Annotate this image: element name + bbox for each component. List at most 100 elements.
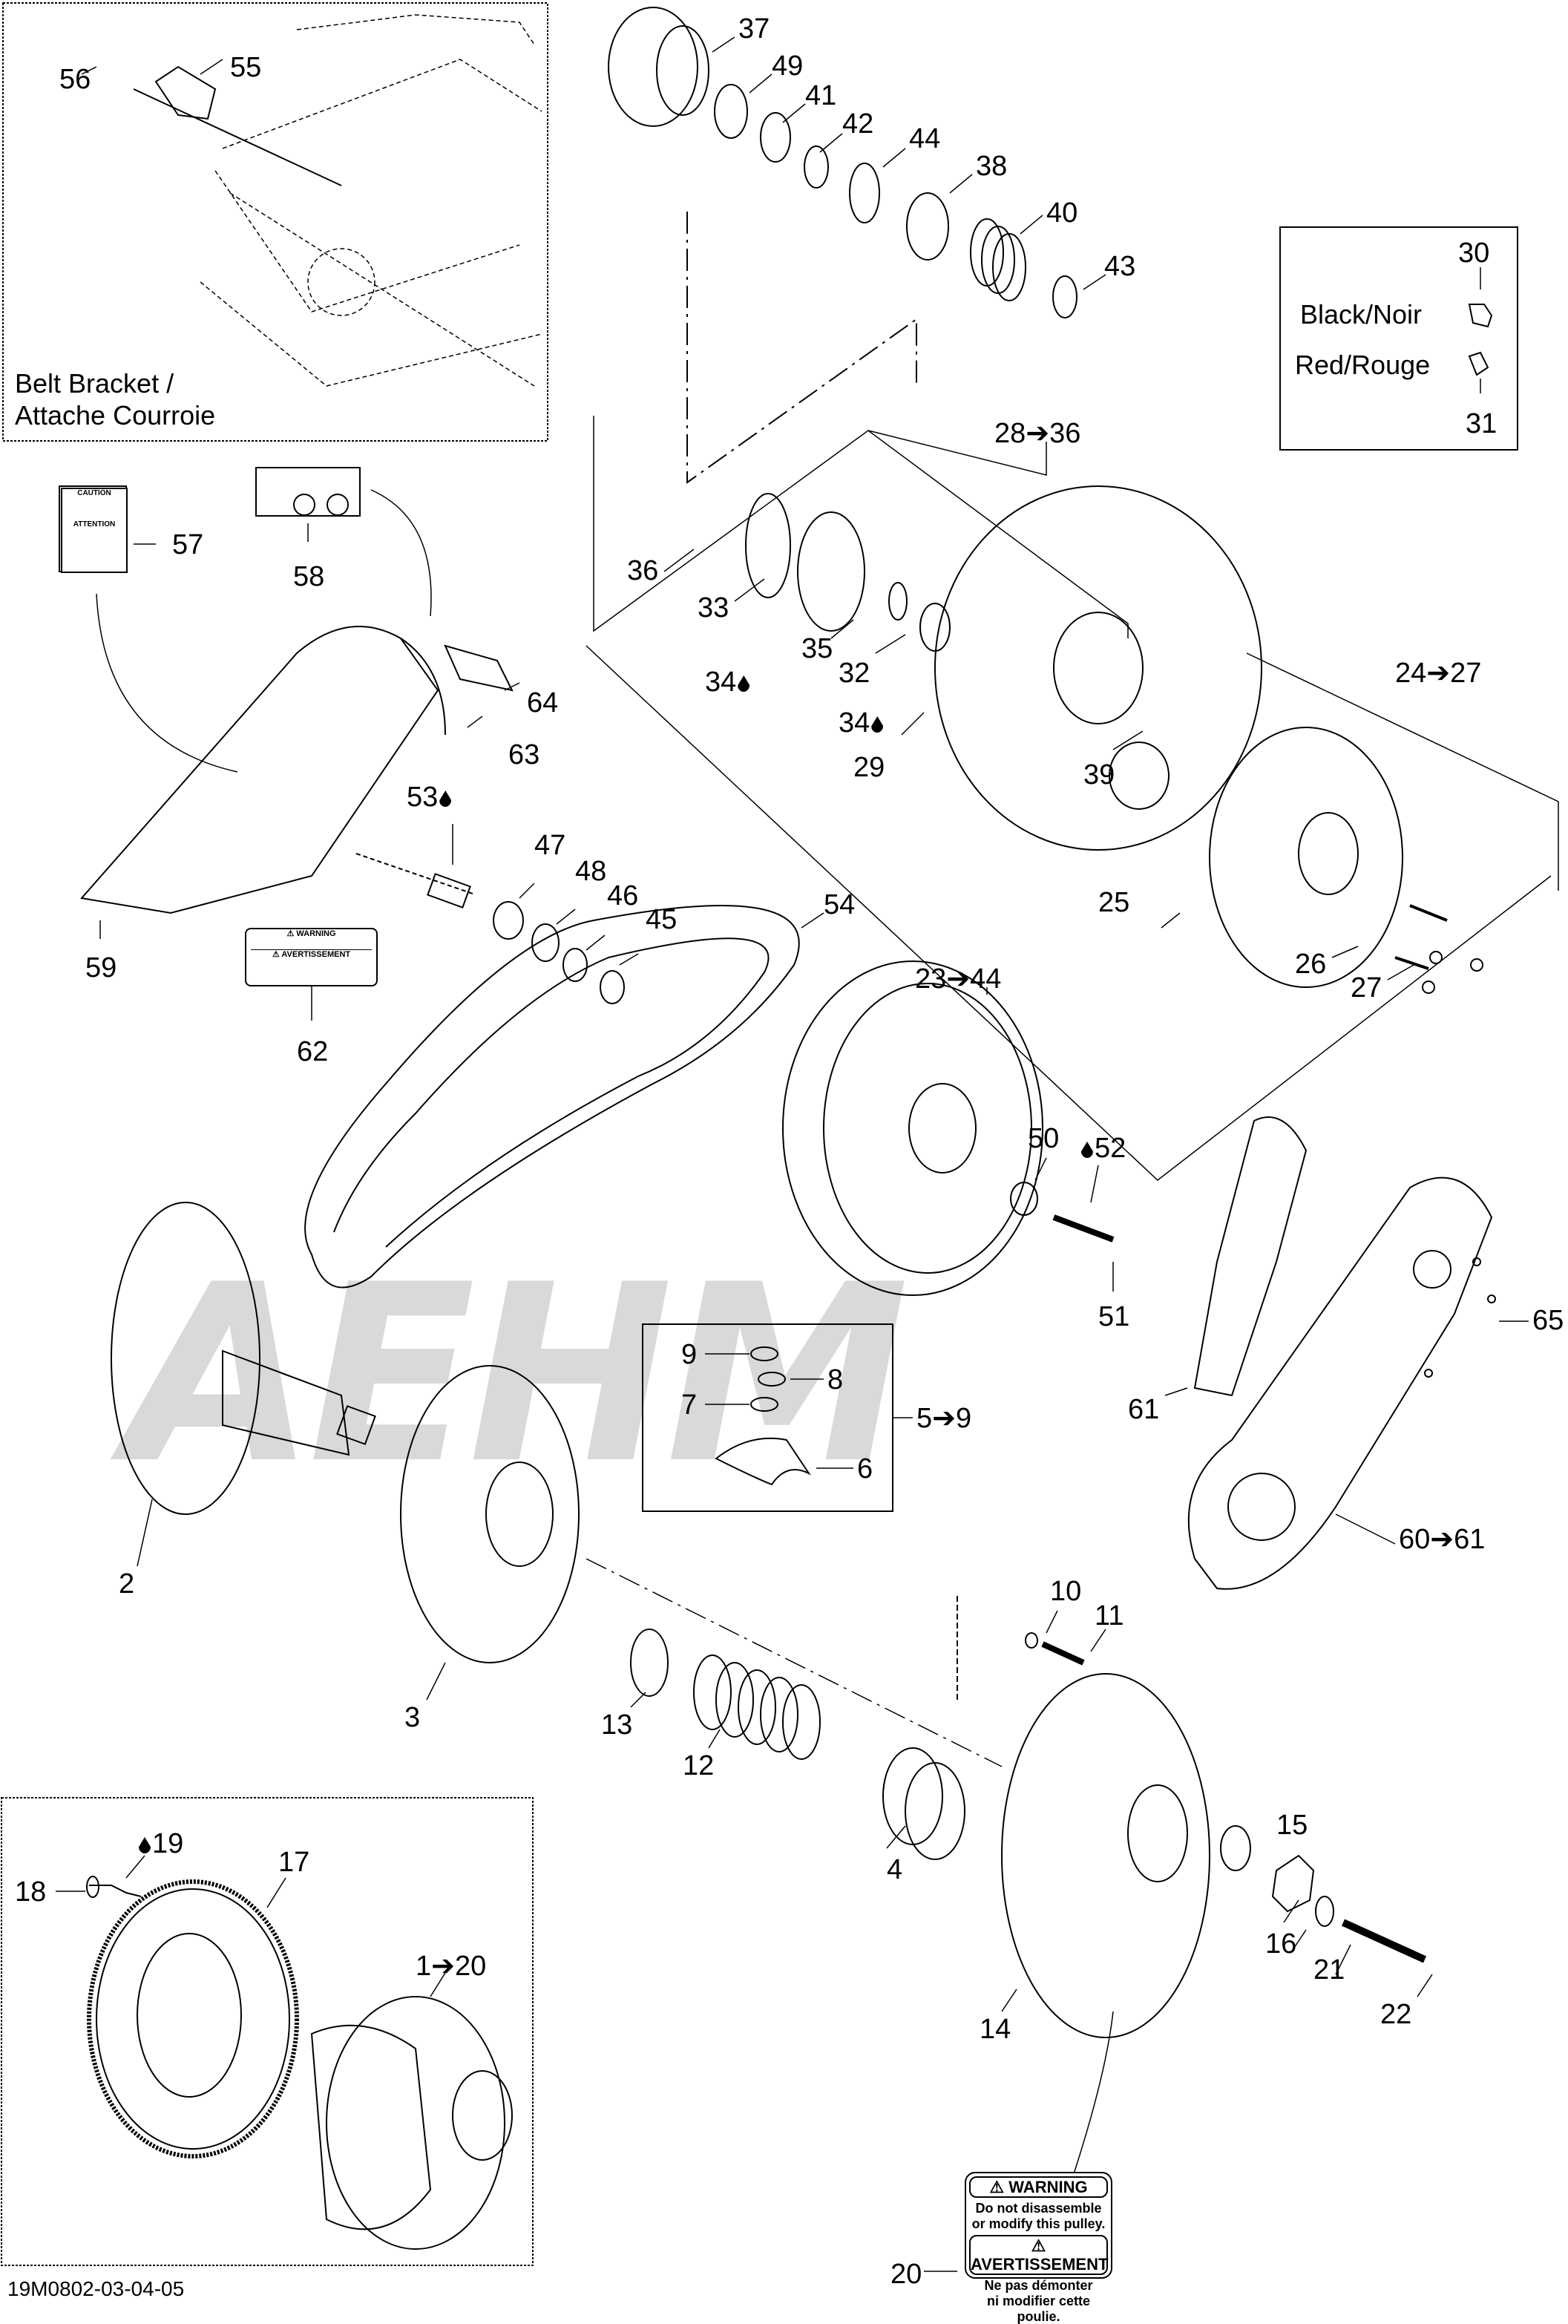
- part-35-clip: [888, 582, 908, 621]
- callout-29: 29: [853, 752, 885, 783]
- callout-40: 40: [1046, 197, 1078, 229]
- part-47-washer: [493, 901, 524, 940]
- pulley-warning-text-fr-1: Ne pas démonter: [984, 2278, 1093, 2294]
- guard-warning-title-en: ⚠ WARNING: [286, 929, 336, 938]
- watermark: AEHM: [126, 1232, 909, 1517]
- avertissement-title-text: AVERTISSEMENT: [971, 2254, 1109, 2274]
- callout-24-27: 24➔27: [1395, 658, 1482, 689]
- belt-bracket-axis: [133, 88, 342, 186]
- part-2-fixed-sheave: [111, 1202, 260, 1515]
- callout-26: 26: [1295, 949, 1327, 980]
- callout-34a-number: 34: [705, 667, 737, 698]
- belt-bracket-part: [154, 65, 217, 120]
- part-42-ring: [804, 145, 829, 189]
- callout-13: 13: [601, 1709, 633, 1741]
- callout-23-44: 23➔44: [915, 963, 1002, 995]
- callout-17: 17: [278, 1847, 310, 1878]
- callout-61: 61: [1128, 1394, 1160, 1425]
- caution-body-en: [62, 498, 126, 520]
- part-48-washer: [531, 923, 560, 962]
- pulley-warning-decal: ⚠ WARNING Do not disassemble or modify t…: [965, 2172, 1112, 2324]
- part-31-connector: [1468, 351, 1489, 376]
- pulley-warning-text-en-2: or modify this pulley.: [971, 2216, 1106, 2231]
- caution-title-en: CAUTION: [77, 489, 111, 497]
- part-27-nut: [1429, 951, 1443, 964]
- pulley-warning-title-en: ⚠ WARNING: [969, 2176, 1108, 2199]
- callout-58: 58: [293, 561, 325, 592]
- group-23-44-bracket: [585, 645, 1552, 1181]
- part-58-decal: [255, 467, 361, 517]
- part-33-sleeve: [797, 511, 865, 632]
- callout-12: 12: [683, 1750, 715, 1781]
- callout-16: 16: [1265, 1928, 1297, 1960]
- part-45-washer: [600, 970, 625, 1004]
- callout-53: 53: [407, 783, 453, 811]
- belt-bracket-title-line1: Belt Bracket /: [15, 368, 174, 399]
- callout-41: 41: [805, 80, 837, 111]
- lubricant-drop-icon: [439, 791, 452, 807]
- guard-warning-body-en: [251, 939, 372, 950]
- callout-52-number: 52: [1095, 1133, 1126, 1164]
- callout-62: 62: [297, 1036, 329, 1067]
- part-11-screw: [1041, 1641, 1085, 1666]
- callout-54: 54: [824, 889, 856, 920]
- part-57-caution-label: CAUTION ATTENTION: [61, 488, 128, 573]
- part-2-shaft: [222, 1349, 350, 1456]
- vehicle-frame-sketch: [200, 14, 542, 387]
- belt-bracket-title-line2: Attache Courroie: [15, 400, 216, 431]
- part-30-connector: [1468, 304, 1493, 328]
- callout-65: 65: [1532, 1305, 1564, 1336]
- part-1-20-drive-pulley: [310, 2024, 432, 2230]
- part-50-washer: [1010, 1182, 1038, 1216]
- top-group-bracket: [686, 212, 917, 484]
- part-61-cover-piece: [1193, 1116, 1308, 1397]
- callout-9: 9: [681, 1339, 698, 1370]
- part-16-nut: [1271, 1854, 1315, 1913]
- black-noir-label: Black/Noir: [1300, 299, 1423, 330]
- callout-28-36: 28➔36: [994, 418, 1081, 449]
- ring-gear-inset-frame: [1, 1797, 534, 2266]
- part-12-spring: [693, 1654, 821, 1760]
- callout-47: 47: [534, 830, 566, 861]
- callout-64: 64: [527, 687, 559, 719]
- callout-48: 48: [575, 856, 607, 887]
- part-53-shaft: [355, 853, 476, 895]
- lubricant-drop-icon: [139, 1837, 151, 1853]
- part-17-ring-gear: [87, 1879, 299, 2158]
- part-22-bolt: [1341, 1919, 1427, 1963]
- callout-3: 3: [404, 1702, 421, 1733]
- callout-10: 10: [1050, 1576, 1082, 1607]
- part-54-drive-belt: [304, 905, 800, 1289]
- callout-45: 45: [646, 904, 678, 935]
- callout-49: 49: [772, 50, 804, 82]
- part-8-weight: [758, 1372, 786, 1387]
- callout-37: 37: [738, 13, 770, 45]
- part-43-ring: [1052, 275, 1077, 318]
- part-59-belt-guard: [80, 626, 439, 914]
- guard-warning-title-fr-text: AVERTISSEMENT: [281, 949, 351, 959]
- callout-20: 20: [890, 2259, 922, 2290]
- part-60-belt-cover: [1187, 1176, 1493, 1590]
- part-40-spring: [970, 218, 1026, 301]
- group-28-36-bracket: [593, 416, 1129, 638]
- callout-36: 36: [627, 555, 659, 586]
- red-rouge-label: Red/Rouge: [1295, 350, 1431, 380]
- part-51-bolt: [1052, 1214, 1115, 1243]
- callout-35: 35: [801, 633, 833, 664]
- callout-1-20: 1➔20: [416, 1951, 487, 1982]
- pulley-warning-text-fr-2: ni modifier cette poulie.: [986, 2293, 1091, 2324]
- pulley-warning-text-en-1: Do not disassemble: [975, 2201, 1102, 2216]
- part-39-washer: [1109, 742, 1170, 810]
- part-3-movable-sheave: [400, 1365, 580, 1663]
- part-23-44-driven-pulley: [782, 960, 1043, 1296]
- callout-19: 19: [137, 1830, 183, 1858]
- lubricant-drop-icon: [1081, 1142, 1093, 1158]
- warning-title-text: WARNING: [1008, 2178, 1088, 2196]
- callout-44: 44: [909, 123, 941, 154]
- part-32-bushing: [919, 603, 951, 652]
- callout-46: 46: [607, 880, 639, 911]
- guard-warning-title-fr: ⚠ AVERTISSEMENT: [272, 949, 351, 959]
- callout-31: 31: [1466, 408, 1498, 439]
- callout-63: 63: [508, 739, 540, 770]
